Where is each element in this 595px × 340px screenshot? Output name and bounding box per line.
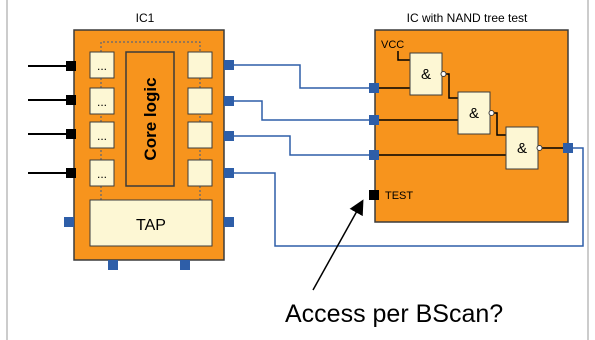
ic1-left-cell-4-label: ...: [97, 167, 107, 181]
ic1-left-cell-2: ...: [89, 87, 115, 115]
nand-gate-3: &: [505, 126, 543, 170]
ic2-input-pins: [369, 83, 379, 160]
core-logic-block: [125, 51, 175, 187]
ic1-right-cell-1: [187, 51, 213, 79]
ic2-title: IC with NAND tree test: [407, 11, 528, 25]
ic1-right-cell-4: [187, 159, 213, 187]
nand-gate-1: &: [409, 52, 447, 96]
access-arrow: [312, 199, 364, 291]
core-logic-label: Core logic: [141, 77, 160, 160]
test-pin: [369, 190, 379, 200]
ic1-input-pins: [66, 61, 76, 178]
ic1-scan-chain-path: [100, 41, 201, 200]
nand-gate-1-symbol: &: [421, 66, 431, 83]
interconnect-wires: [234, 64, 584, 247]
access-question: Access per BScan?: [285, 300, 503, 328]
nand-gate-2-symbol: &: [469, 105, 479, 122]
tap-label: TAP: [136, 217, 166, 234]
ic2-output-pin: [563, 143, 573, 153]
ic1-left-cell-1: ...: [89, 51, 115, 79]
ic1-right-cell-3: [187, 121, 213, 149]
tap-controller: [89, 199, 213, 247]
nand-tree-wires: [379, 73, 563, 156]
ic1-title: IC1: [136, 11, 155, 25]
ic1-left-cell-3-label: ...: [97, 129, 107, 143]
ic1-left-cell-2-label: ...: [97, 95, 107, 109]
ic1-left-cell-1-label: ...: [97, 59, 107, 73]
ic1-left-cell-4: ...: [89, 159, 115, 187]
ic1-blue-pins: [64, 60, 234, 270]
test-label: TEST: [385, 190, 413, 202]
vcc-label: VCC: [381, 39, 404, 51]
nand-gate-3-symbol: &: [517, 140, 527, 157]
vcc-wire: [397, 51, 410, 61]
ic1-right-cell-2: [187, 87, 213, 115]
nand-gate-2: &: [457, 91, 495, 135]
ic1-left-cell-3: ...: [89, 121, 115, 149]
